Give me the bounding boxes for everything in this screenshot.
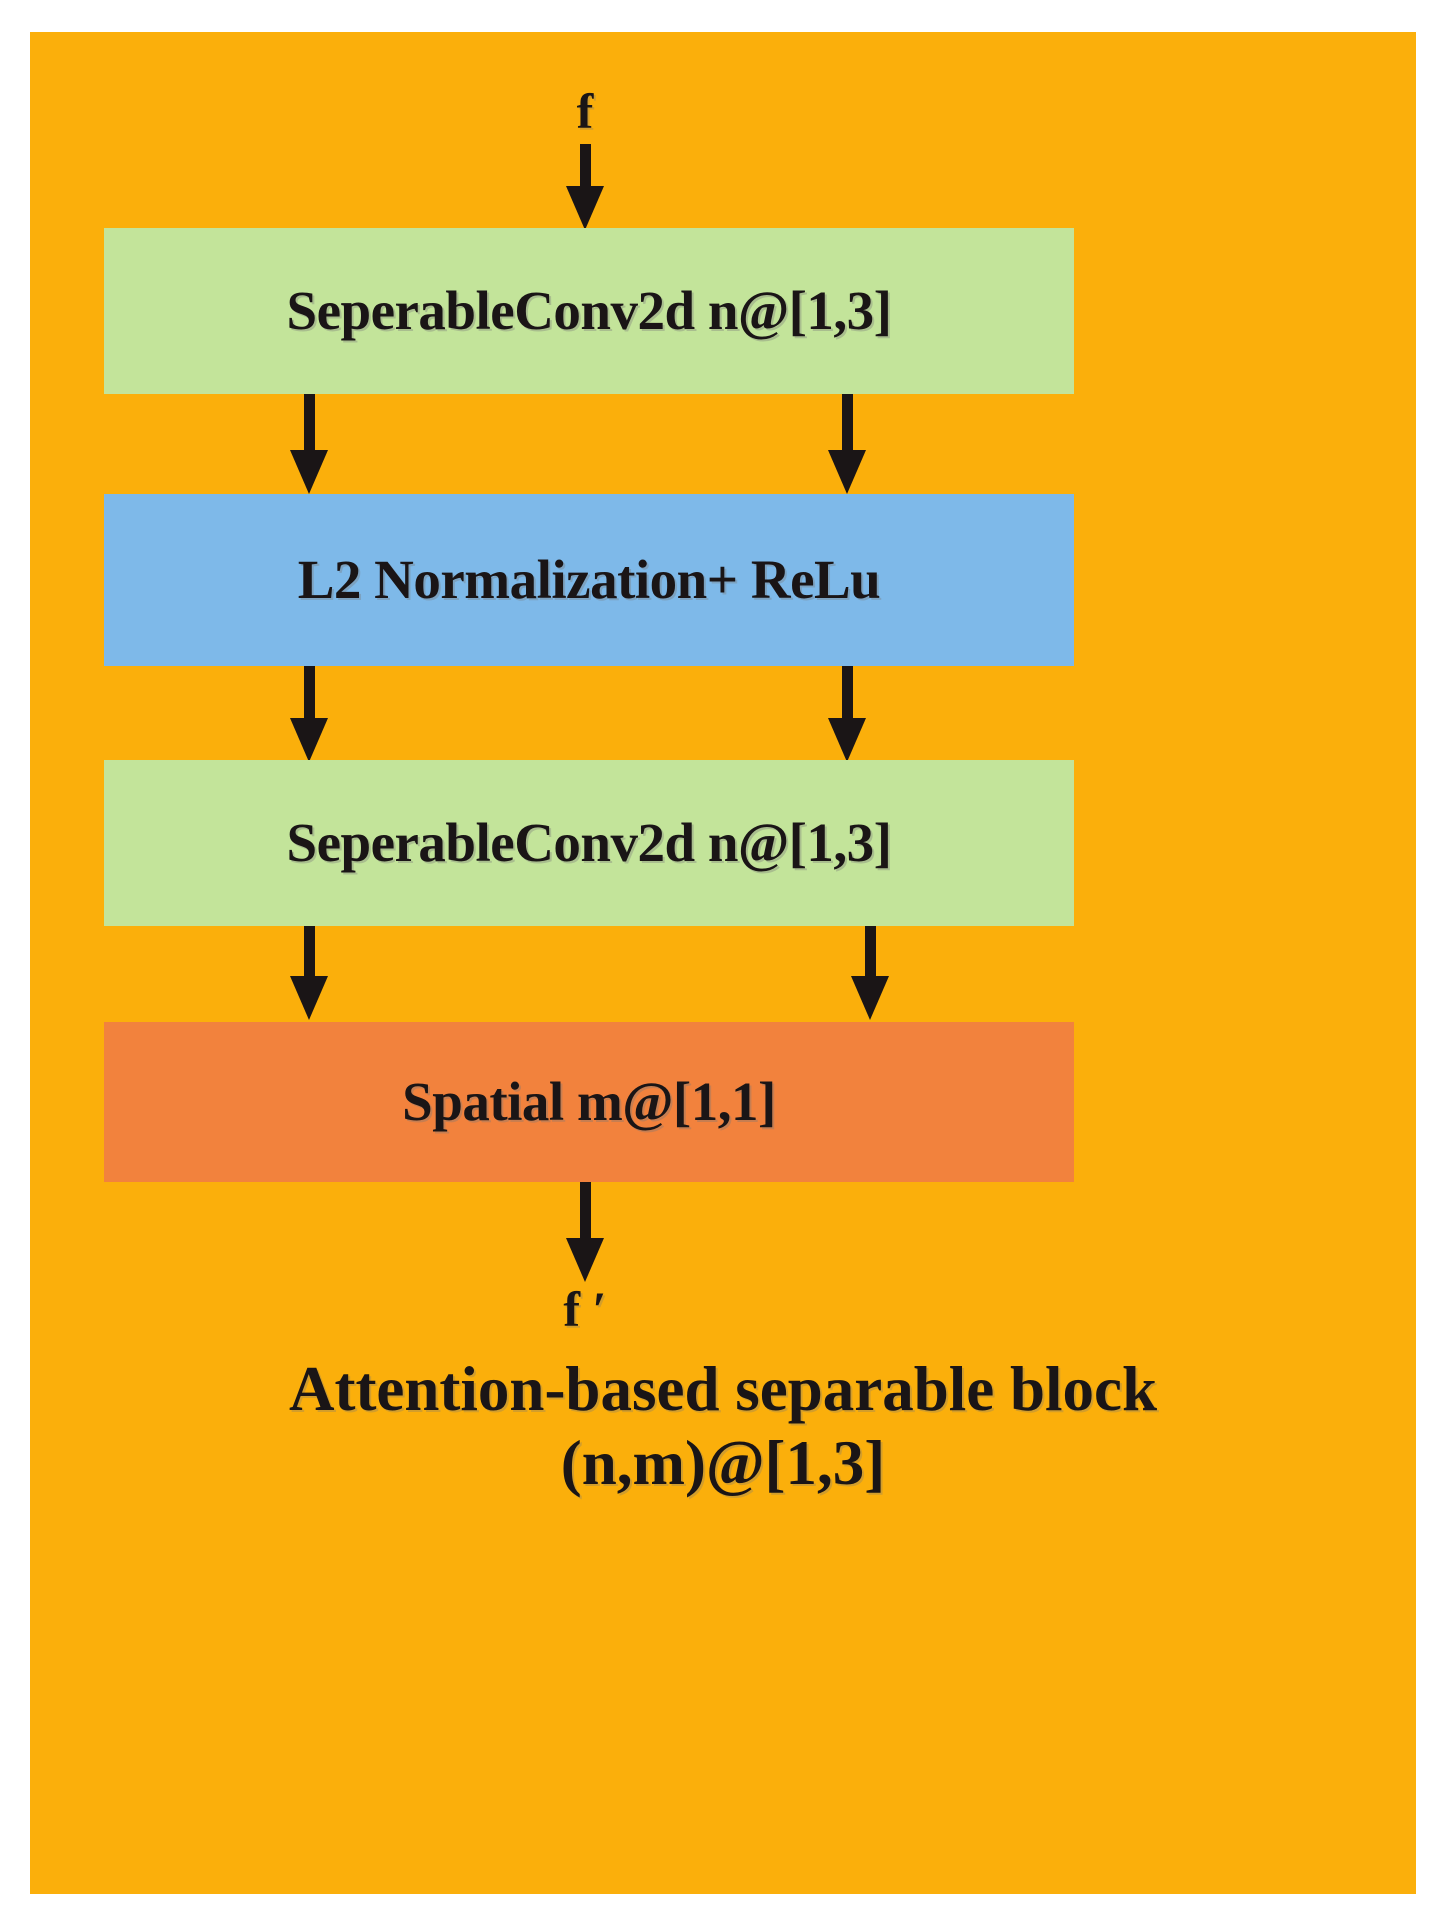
block-l2-normalization-relu[interactable]: L2 Normalization+ ReLu: [104, 494, 1074, 666]
block-label-spatial-attention: Spatial m@[1,1]: [402, 1071, 776, 1133]
arrow-shaft: [303, 926, 315, 982]
arrow-shaft: [864, 926, 876, 982]
block-label-l2-normalization-relu: L2 Normalization+ ReLu: [297, 549, 881, 611]
arrow-shaft: [841, 666, 853, 724]
arrow-shaft: [579, 1182, 591, 1244]
diagram-panel: f SeperableConv2d n@[1,3] L2 Normal: [30, 32, 1416, 1894]
block-spatial-attention[interactable]: Spatial m@[1,1]: [104, 1022, 1074, 1182]
arrow-head: [290, 450, 328, 494]
arrow-head: [566, 1238, 604, 1282]
input-feature-label: f: [576, 83, 594, 139]
diagram-flow: f SeperableConv2d n@[1,3] L2 Normal: [30, 32, 1416, 1894]
arrow-head: [290, 976, 328, 1020]
arrow-shaft: [303, 394, 315, 456]
arrow-head: [566, 186, 604, 230]
arrow-shaft: [303, 666, 315, 724]
block-seperable-conv2d-2[interactable]: SeperableConv2d n@[1,3]: [104, 760, 1074, 926]
diagram-caption: Attention-based separable block (n,m)@[1…: [30, 1352, 1416, 1501]
arrow-head: [851, 976, 889, 1020]
arrow-shaft: [579, 144, 591, 190]
caption-line-1: Attention-based separable block: [288, 1354, 1158, 1424]
arrow-head: [828, 718, 866, 762]
caption-line-2: (n,m)@[1,3]: [560, 1428, 886, 1499]
block-label-seperable-conv2d-1: SeperableConv2d n@[1,3]: [286, 280, 892, 342]
arrow-shaft: [841, 394, 853, 456]
block-label-seperable-conv2d-2: SeperableConv2d n@[1,3]: [286, 812, 892, 874]
arrow-head: [828, 450, 866, 494]
arrow-head: [290, 718, 328, 762]
output-feature-label: f ′: [563, 1281, 607, 1337]
block-seperable-conv2d-1[interactable]: SeperableConv2d n@[1,3]: [104, 228, 1074, 394]
